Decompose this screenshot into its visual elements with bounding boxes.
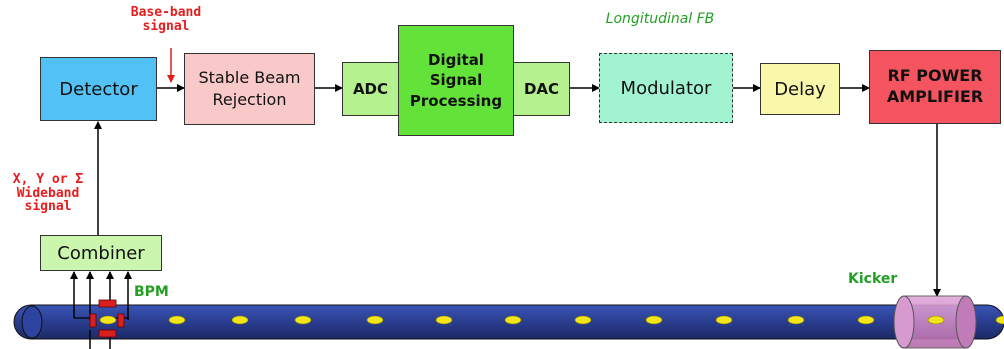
bunch [99,315,117,325]
kicker-end-left [893,295,915,349]
bunch [231,315,249,325]
bunch [574,315,592,325]
longitudinal-fb-label: Longitudinal FB [605,11,715,27]
bunch [857,315,875,325]
wideband-signal-label: X, Y or Σ Wideband signal [12,172,84,215]
bpm-electrode-right [117,313,125,328]
dsp-label: Digital Signal Processing [409,51,503,110]
combiner-block: Combiner [40,235,162,271]
bunch [995,315,1004,325]
bunch [366,315,384,325]
dac-label: DAC [523,80,560,98]
kicker-end-right [955,295,977,349]
bunch [435,315,453,325]
bpm-label: BPM [134,284,169,300]
baseband-signal-label: Base-band signal [130,5,202,34]
detector-block: Detector [40,57,157,121]
detector-label: Detector [59,78,138,100]
stable-beam-rejection-label: Stable Beam Rejection [198,68,301,109]
beam-pipe-end [21,305,43,339]
stable-beam-rejection-block: Stable Beam Rejection [184,53,315,125]
bpm-electrode-top [98,299,117,308]
combiner-label: Combiner [57,242,145,264]
delay-label: Delay [774,78,826,100]
adc-label: ADC [352,80,389,98]
bunch [504,315,522,325]
bunch [168,315,186,325]
dac-block: DAC [513,62,570,116]
bunch-train [99,315,1004,325]
modulator-label: Modulator [620,77,712,99]
modulator-block: Modulator [599,53,733,123]
kicker-label: Kicker [848,271,898,287]
delay-block: Delay [760,63,840,115]
dsp-block: Digital Signal Processing [398,25,514,136]
bunch [715,315,733,325]
bunch [294,315,312,325]
rf-power-amplifier-block: RF POWER AMPLIFIER [869,50,1001,124]
bpm-electrode-left [89,313,97,328]
bunch [645,315,663,325]
bpm-electrode-bottom [98,329,117,338]
adc-block: ADC [342,62,399,116]
rf-power-amplifier-label: RF POWER AMPLIFIER [886,66,984,106]
bunch [787,315,805,325]
bunch [927,315,945,325]
